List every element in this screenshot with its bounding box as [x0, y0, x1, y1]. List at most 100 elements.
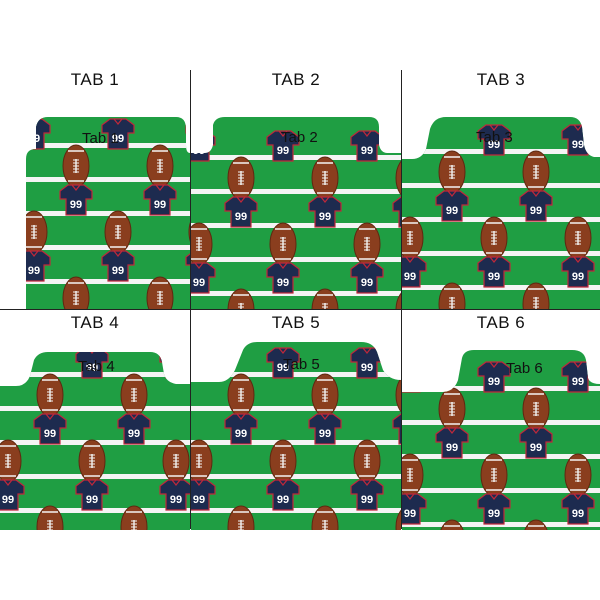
- svg-text:99: 99: [112, 133, 124, 145]
- football-icon: [311, 288, 339, 309]
- football-icon: [227, 505, 255, 530]
- divider-artwork: 99999999999999999999: [191, 342, 401, 530]
- jersey-icon: 99: [477, 124, 511, 156]
- svg-text:99: 99: [488, 376, 500, 388]
- jersey-icon: 99: [561, 493, 595, 525]
- jersey-icon: 99: [402, 256, 427, 288]
- grid-divider-vertical: [190, 70, 191, 310]
- jersey-icon: 99: [101, 118, 135, 150]
- grid-divider-vertical: [190, 309, 191, 529]
- tab-divider-2[interactable]: 99999999999999999999 Tab 2: [191, 115, 401, 309]
- football-icon: [353, 439, 381, 483]
- football-icon: [62, 144, 90, 188]
- football-icon: [78, 439, 106, 483]
- tab-text: Tab 3: [476, 129, 513, 146]
- tab-text: Tab 6: [506, 360, 543, 377]
- football-icon: [522, 387, 550, 431]
- jersey-icon: 99: [101, 250, 135, 282]
- football-icon: [395, 156, 401, 200]
- jersey-icon: 99: [308, 196, 342, 228]
- svg-text:99: 99: [86, 362, 98, 374]
- svg-text:99: 99: [404, 271, 416, 283]
- jersey-icon: 99: [561, 256, 595, 288]
- svg-text:99: 99: [319, 428, 331, 440]
- divider-artwork: 99999999999999999999: [191, 117, 401, 309]
- jersey-icon: 99: [143, 184, 177, 216]
- jersey-icon: 99: [477, 493, 511, 525]
- jersey-icon: 99: [477, 256, 511, 288]
- jersey-icon: 99: [392, 413, 401, 445]
- jersey-icon: 99: [59, 184, 93, 216]
- tab-cell-1: TAB 1 999999999999999999999999 Tab 1: [0, 60, 190, 309]
- jersey-icon: 99: [350, 262, 384, 294]
- football-icon: [522, 150, 550, 194]
- football-icon: [311, 156, 339, 200]
- tab-divider-4[interactable]: 99999999999999999999 Tab 4: [0, 350, 190, 530]
- jersey-icon: 99: [159, 352, 190, 379]
- jersey-icon: 99: [224, 413, 258, 445]
- tab-cell-4: TAB 4 99999999999999999999 Tab 4: [0, 310, 190, 530]
- football-icon: [162, 439, 190, 483]
- jersey-icon: 99: [266, 262, 300, 294]
- tab-cell-2: TAB 2 99999999999999999999 Tab 2: [191, 60, 401, 309]
- jersey-icon: 99: [224, 196, 258, 228]
- svg-text:99: 99: [572, 376, 584, 388]
- football-icon: [120, 373, 148, 417]
- divider-artwork: 999999999999999999999999: [26, 117, 190, 309]
- football-icon: [522, 519, 550, 530]
- jersey-icon: 99: [519, 190, 553, 222]
- tab-divider-3[interactable]: 9999999999999999999999999999 Tab 3: [402, 115, 600, 309]
- football-icon: [146, 144, 174, 188]
- tab-text: Tab 1: [82, 130, 119, 147]
- grid-divider-vertical: [401, 70, 402, 310]
- svg-text:99: 99: [404, 139, 416, 151]
- football-icon: [395, 373, 401, 417]
- tab-cell-6: TAB 6 99999999999999999999 Tab 6: [402, 310, 600, 530]
- football-icon: [438, 519, 466, 530]
- svg-text:99: 99: [277, 494, 289, 506]
- cell-title: TAB 5: [271, 313, 321, 332]
- divider-artwork: 99999999999999999999: [402, 350, 600, 530]
- svg-text:99: 99: [488, 508, 500, 520]
- football-icon: [438, 150, 466, 194]
- football-icon: [311, 505, 339, 530]
- football-icon: [62, 276, 90, 309]
- svg-text:99: 99: [277, 277, 289, 289]
- jersey-icon: 99: [402, 124, 427, 156]
- svg-text:99: 99: [193, 494, 205, 506]
- grid-divider-vertical: [401, 309, 402, 529]
- svg-text:99: 99: [446, 442, 458, 454]
- football-icon: [0, 439, 22, 483]
- svg-text:99: 99: [277, 362, 289, 374]
- football-icon: [269, 222, 297, 266]
- tab-divider-6[interactable]: 99999999999999999999 Tab 6: [402, 348, 600, 530]
- football-icon: [227, 373, 255, 417]
- cell-title: TAB 6: [476, 313, 526, 332]
- jersey-icon: 99: [435, 190, 469, 222]
- svg-text:99: 99: [235, 428, 247, 440]
- svg-text:99: 99: [361, 145, 373, 157]
- svg-text:99: 99: [193, 277, 205, 289]
- football-icon: [36, 373, 64, 417]
- football-icon: [26, 210, 48, 254]
- svg-text:99: 99: [28, 265, 40, 277]
- football-icon: [311, 373, 339, 417]
- tab-divider-5[interactable]: 99999999999999999999 Tab 5: [191, 340, 401, 530]
- svg-text:99: 99: [404, 376, 416, 388]
- svg-text:99: 99: [170, 362, 182, 374]
- svg-text:99: 99: [572, 271, 584, 283]
- football-icon: [191, 439, 213, 483]
- jersey-icon: 99: [159, 479, 190, 511]
- jersey-icon: 99: [350, 347, 384, 379]
- svg-text:99: 99: [128, 428, 140, 440]
- football-icon: [402, 453, 424, 497]
- svg-text:99: 99: [2, 494, 14, 506]
- football-icon: [522, 282, 550, 309]
- jersey-icon: 99: [0, 352, 25, 379]
- divider-artwork: 99999999999999999999: [0, 352, 190, 530]
- tab-divider-1[interactable]: 999999999999999999999999 Tab 1: [26, 115, 190, 309]
- tab-text: Tab 5: [283, 356, 320, 373]
- jersey-icon: 99: [75, 479, 109, 511]
- svg-text:99: 99: [319, 211, 331, 223]
- svg-text:99: 99: [404, 508, 416, 520]
